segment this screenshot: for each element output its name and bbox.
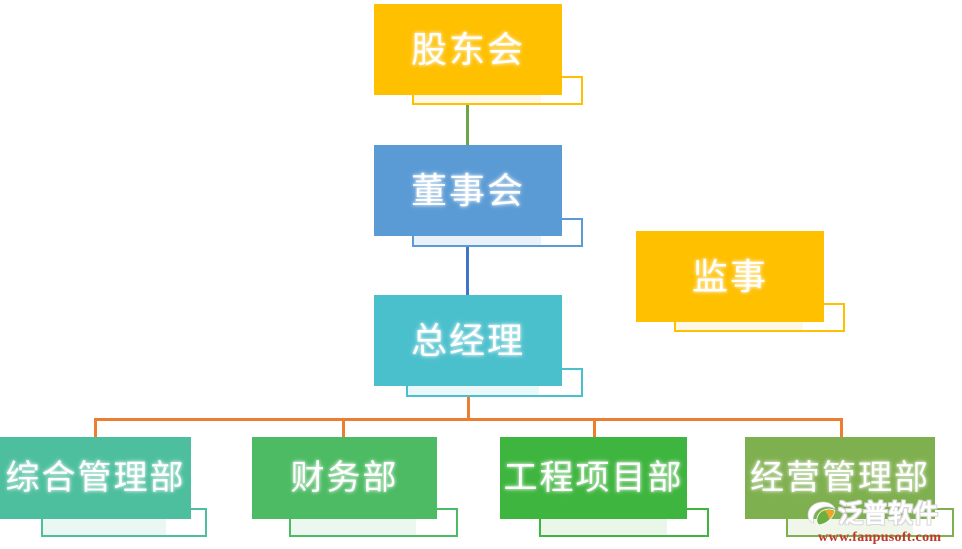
org-node-box-board[interactable]: 董事会 (374, 145, 562, 236)
org-node-label-engineering-project-dept: 工程项目部 (503, 459, 684, 497)
connector-general-manager-drop (467, 397, 470, 419)
org-node-label-general-admin-dept: 综合管理部 (5, 459, 186, 497)
org-node-label-finance-dept: 财务部 (290, 459, 399, 497)
org-node-label-general-manager: 总经理 (410, 319, 525, 361)
org-node-box-supervisor[interactable]: 监事 (636, 231, 824, 322)
org-node-box-engineering-project-dept[interactable]: 工程项目部 (500, 437, 687, 519)
connector-bus-to-engineering-project-dept (593, 418, 596, 437)
connector-bus-to-general-admin-dept (94, 418, 97, 437)
org-node-label-board: 董事会 (410, 169, 525, 211)
org-node-label-business-management-dept: 经营管理部 (750, 459, 930, 497)
connector-shareholders-to-board (466, 95, 469, 145)
org-node-box-general-manager[interactable]: 总经理 (374, 295, 562, 386)
connector-board-to-general-manager (466, 236, 469, 295)
connector-bus-to-business-management-dept (840, 418, 843, 437)
org-node-label-shareholders: 股东会 (410, 28, 525, 70)
connector-bus-to-finance-dept (342, 418, 345, 437)
org-node-label-supervisor: 监事 (691, 255, 768, 297)
org-node-box-general-admin-dept[interactable]: 综合管理部 (0, 437, 191, 519)
org-node-box-business-management-dept[interactable]: 经营管理部 (745, 437, 935, 519)
org-node-box-shareholders[interactable]: 股东会 (374, 4, 562, 95)
org-node-box-finance-dept[interactable]: 财务部 (252, 437, 437, 519)
connector-department-bus (94, 418, 843, 421)
